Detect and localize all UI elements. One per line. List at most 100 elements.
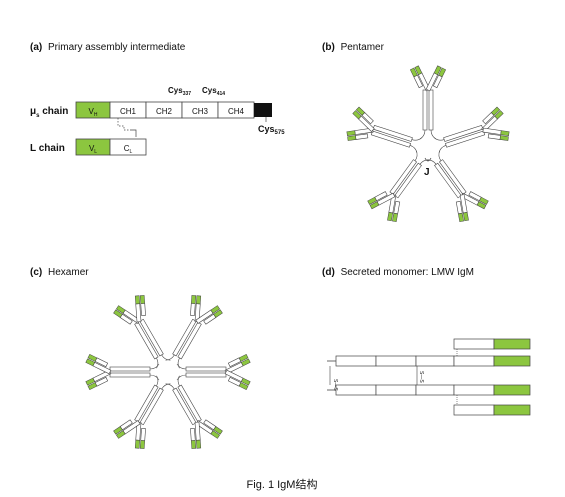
panel-c-heading: (c) Hexamer	[30, 267, 89, 278]
pentamer-arm-3-link-b	[414, 150, 418, 161]
lower-heavy-variable	[493, 384, 531, 396]
hexamer-arm-2-stem-b	[185, 372, 227, 378]
pentamer-arm-1-fab-1-heavy	[482, 127, 502, 135]
hexamer-arm-3-fab-1	[190, 421, 202, 449]
pentamer-arm-3-fab-1-vl	[367, 196, 377, 205]
pentamer-arm-2-fab-1-vh	[462, 212, 469, 222]
panel-a: (a) Primary assembly intermediate μs cha…	[30, 42, 285, 156]
hexamer-arm-4-fab-0-vh	[134, 439, 141, 449]
hexamer-arm-3-fab-0	[195, 419, 223, 439]
pentamer-arm-0-link-b	[430, 129, 437, 140]
hexamer-arm-2	[176, 353, 251, 391]
pentamer-arm-1-link-b	[438, 145, 447, 153]
pentamer-arm-3-stem-a	[394, 162, 422, 199]
domain-vl-label: VL	[89, 144, 97, 155]
hexamer-arm-0-stem-a	[134, 321, 159, 360]
pentamer-arm-4-link-a	[409, 145, 418, 153]
pentamer-arm-3-fab-1	[367, 191, 396, 210]
hexamer-arm-2-stem-a	[185, 366, 227, 372]
panel-d: (d) Secreted monomer: LMW IgM	[322, 267, 531, 416]
domain-ch4-label: CH4	[228, 107, 245, 116]
hexamer-arm-1-link-b	[177, 357, 180, 369]
hexamer-arm-5-stem-b	[109, 366, 151, 372]
pentamer-arm-3-fab-0-vl	[392, 212, 398, 223]
pentamer-arm-3	[367, 150, 430, 223]
hexamer-arm-2-fab-1	[224, 369, 251, 391]
upper-light-variable	[493, 338, 531, 350]
pentamer-arm-4-link-b	[411, 137, 423, 141]
hexamer-arm-5-fab-0-vl	[87, 382, 98, 391]
hexamer-arm-3-fab-1-light	[190, 428, 196, 441]
hexamer-arm-3-fab-1-vl	[191, 440, 197, 449]
heavy-chain-label: μs chain	[30, 106, 68, 119]
hexamer-arm-1-stem-a	[172, 318, 197, 357]
hexamer-arm-4-fab-1	[113, 419, 141, 439]
hexamer-arm-3	[165, 375, 223, 449]
hexamer-arm-3-fab-1-heavy	[194, 421, 201, 441]
hexamer-arm-4-fab-0-vl	[139, 440, 145, 449]
pentamer-arm-4-fab-0-vh	[346, 130, 356, 136]
pentamer-arm-0-stem-a	[422, 89, 428, 131]
hexamer-arm-3-fab-0-vl	[213, 426, 223, 435]
pentamer-arm-1-fab-1-light	[487, 133, 501, 140]
lmw-igm-monomer: S—S S—S	[327, 338, 531, 416]
domain-vh-label: VH	[89, 107, 98, 118]
pentamer-arm-0	[409, 65, 447, 140]
hexamer-arm-0-fab-1-vh	[134, 295, 141, 305]
panel-a-heading: (a) Primary assembly intermediate	[30, 42, 186, 53]
hexamer-arm-3-fab-0-vh	[210, 430, 221, 439]
pentamer-arm-1-stem-b	[445, 130, 486, 148]
hexamer-arm-5-fab-0-vh	[85, 377, 96, 386]
cys575-label: Cys575	[258, 124, 285, 136]
hexamer-arm-4-stem-a	[139, 387, 164, 426]
pentamer-arm-2-fab-1-vl	[458, 212, 464, 223]
panel-a-title: Primary assembly intermediate	[48, 42, 186, 53]
pentamer-arm-2	[426, 150, 489, 223]
panel-c: (c) Hexamer	[30, 267, 251, 449]
hexamer-arm-0-stem-b	[139, 318, 164, 357]
hexamer-arm-2-fab-0-vh	[240, 358, 251, 367]
hexamer-arm-5	[85, 353, 160, 391]
hexamer-arm-0-fab-1	[134, 295, 146, 323]
hexamer-arm-4-link-a	[161, 383, 171, 390]
light-chain-label: L chain	[30, 143, 65, 154]
pentamer-arm-4	[346, 106, 423, 153]
pentamer-arm-0-fab-0	[409, 65, 431, 92]
pentamer-arm-4-fab-1-vl	[355, 106, 366, 116]
hexamer-arm-3-link-a	[177, 375, 180, 387]
hexamer-arm-1-fab-1	[195, 305, 223, 325]
hexamer-arm-1-fab-0-light	[190, 303, 196, 316]
hexamer-arm-0-fab-0	[113, 305, 141, 325]
pentamer-arm-0-fab-0-vl	[409, 67, 418, 78]
pentamer-arm-4-fab-0-vl	[347, 135, 357, 141]
light-chain: VL CL	[75, 138, 147, 156]
hexamer-arm-5-stem-a	[109, 372, 151, 378]
pentamer-arm-3-fab-0-vh	[387, 212, 394, 222]
hexamer-arm-4-fab-1-vl	[113, 426, 123, 435]
hexamer-arm-2-link-b	[176, 374, 187, 381]
hexamer-arm-0-link-b	[161, 354, 171, 361]
tail-disulfide-label: S—S	[332, 379, 338, 391]
hexamer-arm-1-fab-0-vh	[195, 295, 202, 305]
panel-b-heading: (b) Pentamer	[322, 42, 385, 53]
interchain-link	[130, 129, 137, 137]
pentamer-arm-1-fab-1-vh	[500, 130, 510, 136]
cys414-label: Cys414	[202, 86, 225, 97]
hexamer-arm-1-stem-b	[177, 321, 202, 360]
tailpiece	[254, 103, 272, 117]
pentamer-arm-2-link-a	[438, 150, 442, 161]
domain-ch3-label: CH3	[192, 107, 209, 116]
hexamer-arm-3-link-b	[165, 383, 175, 390]
pentamer-arm-0-fab-1-vl	[438, 67, 447, 78]
hexamer-arm-1-link-a	[165, 354, 175, 361]
upper-heavy-ch4	[335, 355, 377, 367]
heavy-chain: VH CH1 CH2 CH3 CH4	[75, 101, 272, 119]
pentamer-arm-2-fab-0-vl	[479, 196, 489, 205]
pentamer-arm-0-fab-0-vh	[414, 65, 423, 76]
hexamer-arm-5-fab-1	[85, 353, 112, 375]
hexamer-arm-0-fab-0-vl	[113, 309, 123, 318]
pentamer-arm-4-stem-a	[370, 130, 411, 148]
pentamer-arm-2-fab-0-vh	[476, 201, 487, 210]
lower-heavy-ch2	[415, 384, 455, 396]
hexamer-diagram	[85, 295, 251, 449]
